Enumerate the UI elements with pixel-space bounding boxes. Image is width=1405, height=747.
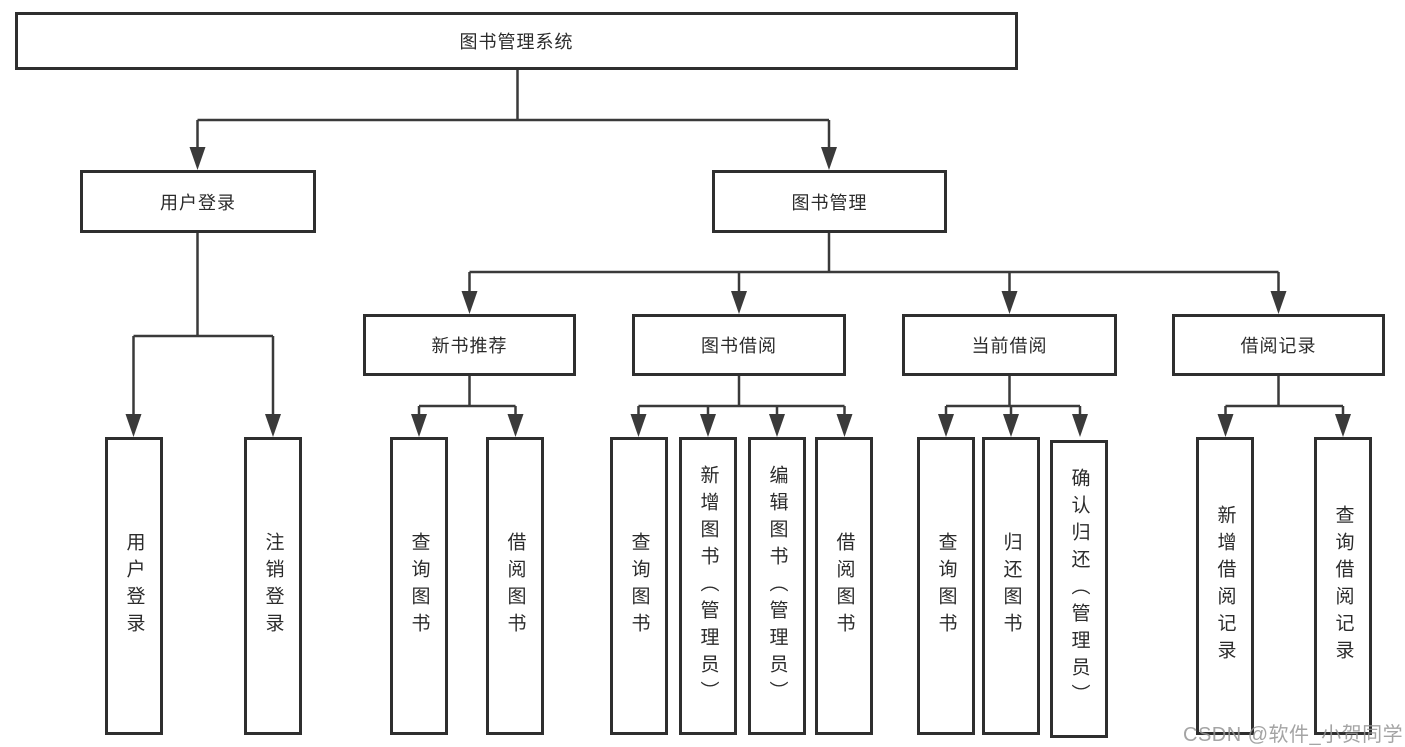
leaf-logout: 注销登录 — [244, 437, 302, 735]
arrowhead-icon — [700, 414, 716, 437]
node-book-management: 图书管理 — [712, 170, 947, 233]
arrowhead-icon — [411, 414, 427, 437]
arrowhead-icon — [1003, 414, 1019, 437]
leaf-borrow-books-borrowing: 借阅图书 — [815, 437, 873, 735]
leaf-add-books-admin: 新增图书（管理员） — [679, 437, 737, 735]
arrowhead-icon — [265, 414, 281, 437]
leaf-label: 归还图书 — [1000, 532, 1022, 640]
arrowhead-icon — [769, 414, 785, 437]
node-borrowing-records: 借阅记录 — [1172, 314, 1385, 376]
leaf-return-books: 归还图书 — [982, 437, 1040, 735]
leaf-label: 确认归还（管理员） — [1068, 467, 1090, 711]
csdn-watermark: CSDN @软件_小贺同学 — [1183, 724, 1404, 746]
leaf-query-books-recommend: 查询图书 — [390, 437, 448, 735]
leaf-label: 注销登录 — [262, 532, 284, 640]
arrowhead-icon — [1217, 414, 1234, 437]
node-current-borrowing: 当前借阅 — [902, 314, 1117, 376]
leaf-label: 借阅图书 — [504, 532, 526, 640]
leaf-label: 用户登录 — [123, 532, 145, 640]
arrowhead-icon — [1001, 291, 1018, 314]
arrowhead-icon — [938, 414, 954, 437]
leaf-query-borrow-record: 查询借阅记录 — [1314, 437, 1372, 735]
leaf-query-books-current: 查询图书 — [917, 437, 975, 735]
arrowhead-icon — [1072, 414, 1088, 437]
leaf-label: 新增图书（管理员） — [697, 464, 719, 708]
arrowhead-icon — [189, 147, 206, 170]
leaf-label: 查询图书 — [628, 532, 650, 640]
leaf-confirm-return-admin: 确认归还（管理员） — [1050, 440, 1108, 738]
node-root-library-system: 图书管理系统 — [15, 12, 1018, 70]
arrowhead-icon — [507, 414, 524, 437]
leaf-user-login: 用户登录 — [105, 437, 163, 735]
arrowhead-icon — [731, 291, 747, 314]
leaf-query-books-borrowing: 查询图书 — [610, 437, 668, 735]
node-new-book-recommend: 新书推荐 — [363, 314, 576, 376]
leaf-label: 查询图书 — [408, 532, 430, 640]
leaf-edit-books-admin: 编辑图书（管理员） — [748, 437, 806, 735]
arrowhead-icon — [461, 291, 478, 314]
leaf-borrow-books-recommend: 借阅图书 — [486, 437, 544, 735]
leaf-label: 编辑图书（管理员） — [766, 464, 788, 708]
leaf-label: 查询图书 — [935, 532, 957, 640]
leaf-label: 查询借阅记录 — [1332, 505, 1354, 667]
arrowhead-icon — [821, 147, 837, 170]
arrowhead-icon — [125, 414, 142, 437]
leaf-label: 借阅图书 — [833, 532, 855, 640]
arrowhead-icon — [1270, 291, 1287, 314]
connector-lines — [132, 70, 1345, 417]
node-user-login: 用户登录 — [80, 170, 316, 233]
arrowhead-icon — [836, 414, 853, 437]
leaf-label: 新增借阅记录 — [1214, 505, 1236, 667]
arrowhead-icon — [1335, 414, 1351, 437]
leaf-add-borrow-record: 新增借阅记录 — [1196, 437, 1254, 735]
arrowhead-icon — [630, 414, 647, 437]
node-book-borrowing: 图书借阅 — [632, 314, 846, 376]
